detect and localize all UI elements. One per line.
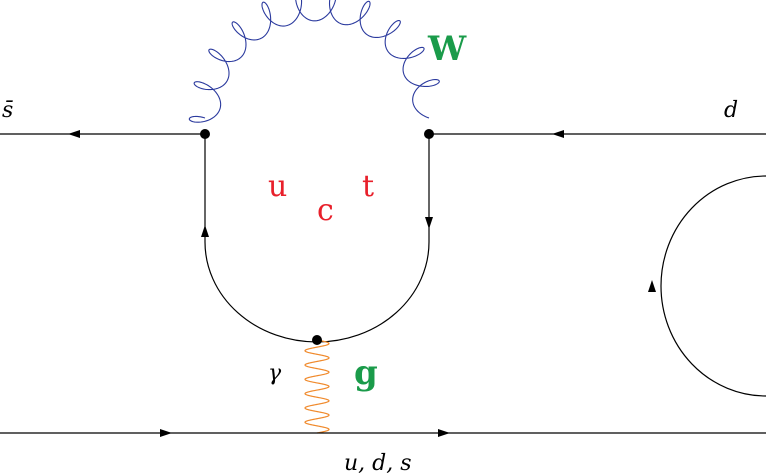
bottom-arrow-left-icon	[160, 429, 172, 437]
bottom-arrow-right-icon	[438, 429, 450, 437]
label-d: d	[724, 98, 738, 123]
label-gamma: γ	[268, 361, 282, 386]
vertex-bottom-icon	[312, 335, 322, 345]
label-bottom: u, d, s	[344, 451, 412, 475]
sbar-arrow-icon	[68, 130, 80, 138]
label-quark-u: u	[268, 169, 287, 204]
loop-left-arrow-icon	[201, 225, 209, 237]
label-quark-c: c	[317, 193, 334, 228]
spectator-arc	[660, 175, 766, 397]
label-g: g	[354, 353, 378, 393]
loop-right-arrow-icon	[425, 217, 433, 229]
quark-loop	[204, 134, 430, 343]
vertex-left-icon	[200, 129, 210, 139]
label-sbar: s̄	[2, 98, 13, 123]
spectator-arrow-icon	[648, 280, 656, 292]
w-boson-coil	[188, 0, 440, 123]
label-quark-t: t	[362, 169, 374, 204]
vertex-right-icon	[424, 129, 434, 139]
d-arrow-icon	[552, 130, 564, 138]
label-W: W	[427, 29, 467, 69]
photon-gluon-wave	[304, 339, 330, 434]
